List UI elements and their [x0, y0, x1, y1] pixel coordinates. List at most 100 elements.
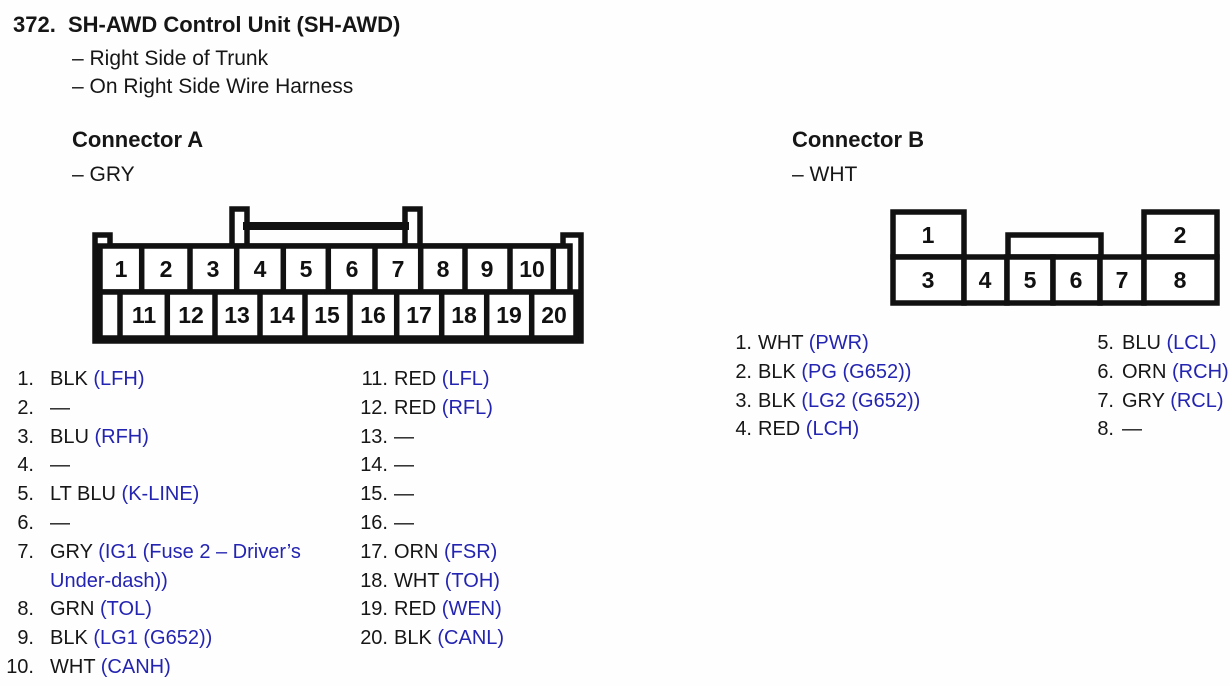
- pin-number: 18: [451, 302, 477, 328]
- signal-name: (RCH): [1172, 360, 1229, 383]
- pin-row: 9.BLK (LG1 (G652)): [6, 624, 312, 653]
- connector-a-pin-list-right: 11.RED (LFL) 12.RED (RFL) 13.— 14.— 15.—…: [352, 365, 504, 653]
- pin-description: —: [394, 480, 414, 509]
- top-row-dividers: [138, 246, 557, 292]
- wire-color: GRN: [50, 598, 95, 621]
- pin-description: —: [394, 423, 414, 452]
- pin-description: BLK (PG (G652)): [758, 358, 911, 387]
- signal-name: (RFL): [441, 396, 493, 419]
- pin-number: 3.: [17, 425, 34, 448]
- wire-color: —: [50, 396, 70, 419]
- pin-description: LT BLU (K-LINE): [50, 480, 312, 509]
- pin-number: 7.: [1097, 389, 1114, 412]
- pin-number: 12.: [360, 396, 388, 419]
- connector-b-diagram: 1 2 3 4 5 6 7 8: [890, 209, 1220, 306]
- pin-number: 1.: [17, 368, 34, 390]
- pin-description: —: [50, 394, 312, 423]
- pin-number: 7: [1116, 267, 1129, 293]
- pin-row: 8.—: [1086, 415, 1229, 444]
- pin-number: 10: [519, 256, 545, 282]
- pin-description: GRY (RCL): [1122, 387, 1224, 416]
- pin-number: 18.: [360, 569, 388, 592]
- pin-number: 7: [392, 256, 405, 282]
- wire-color: BLK: [758, 389, 796, 412]
- pin-row: 15. —: [352, 480, 504, 509]
- connector-b-key-bump: [1005, 232, 1104, 260]
- pin-number: 1: [922, 222, 935, 248]
- wire-color: —: [50, 454, 70, 477]
- pin-row: 17.ORN (FSR): [352, 538, 504, 567]
- pin-number: 10.: [6, 655, 34, 678]
- connector-a-pin-list-left: 1.BLK (LFH) 2.— 3.BLU (RFH) 4.— 5.LT BLU…: [6, 365, 312, 682]
- pin-number: 6: [346, 256, 359, 282]
- pin-cell: [1141, 209, 1220, 260]
- pin-row: 6.—: [6, 509, 312, 538]
- pin-row: 3.BLK (LG2 (G652)): [726, 387, 920, 416]
- signal-name: (K-LINE): [121, 483, 200, 506]
- pin-number: 2.: [735, 360, 752, 383]
- wire-color: BLK: [758, 360, 796, 383]
- pin-number: 16: [360, 302, 386, 328]
- wire-color: —: [394, 511, 414, 534]
- pin-number: 5.: [17, 483, 34, 506]
- pin-row: 14.—: [352, 451, 504, 480]
- pin-description: BLK (LG2 (G652)): [758, 387, 920, 416]
- pin-number: 11.: [361, 368, 388, 390]
- pin-row: 2. BLK (PG (G652)): [726, 358, 920, 387]
- pin-number: 8.: [17, 598, 34, 621]
- pin-number: 8.: [1097, 418, 1114, 441]
- pin-row: 10. WHT (CANH): [6, 653, 312, 682]
- pin-description: WHT (CANH): [50, 653, 312, 682]
- wire-color: RED: [758, 418, 801, 441]
- connector-b-pin-list-right: 5.BLU (LCL) 6.ORN (RCH) 7.GRY (RCL) 8.—: [1086, 329, 1229, 444]
- pin-number: 15.: [360, 483, 388, 506]
- pin-row: 4. RED (LCH): [726, 415, 920, 444]
- pin-description: ORN (FSR): [394, 538, 497, 567]
- location-note: – Right Side of Trunk: [72, 47, 269, 70]
- pin-number: 19: [496, 302, 522, 328]
- bottom-row-dividers: [117, 292, 535, 338]
- signal-name: (LCH): [805, 418, 860, 441]
- signal-name: (LFH): [93, 368, 145, 390]
- signal-name: (PWR): [808, 332, 869, 354]
- signal-name: (LFL): [441, 368, 490, 390]
- wire-color: LT BLU: [50, 483, 116, 506]
- pin-number: 3: [207, 256, 220, 282]
- signal-name: (LG1 (G652)): [93, 627, 213, 650]
- wire-color: —: [394, 483, 414, 506]
- pin-number: 6.: [1097, 360, 1114, 383]
- signal-name: (WEN): [441, 598, 502, 621]
- pin-description: BLU (RFH): [50, 423, 312, 452]
- wire-color: —: [394, 425, 414, 448]
- pin-row: 6. ORN (RCH): [1086, 358, 1229, 387]
- pin-row: 2.—: [6, 394, 312, 423]
- pin-row: 1.BLK (LFH): [6, 365, 312, 394]
- wire-color: —: [394, 454, 414, 477]
- signal-name: (PG (G652)): [801, 360, 912, 383]
- wire-color: BLU: [50, 425, 89, 448]
- pin-description: ORN (RCH): [1122, 358, 1229, 387]
- pin-cell: [1141, 254, 1220, 306]
- pin-number: 5.: [1097, 332, 1114, 354]
- pin-number: 11: [132, 302, 157, 328]
- pin-row: 1.WHT (PWR): [726, 329, 920, 358]
- pin-number: 2: [160, 256, 173, 282]
- pin-number: 5: [300, 256, 313, 282]
- pin-row: 19.RED (WEN): [352, 595, 504, 624]
- wire-color: ORN: [1122, 360, 1167, 383]
- wire-color: RED: [394, 368, 437, 390]
- pin-number: 5: [1024, 267, 1037, 293]
- pin-description: —: [394, 451, 414, 480]
- wire-color: BLK: [394, 627, 432, 650]
- pin-number: 4.: [735, 418, 752, 441]
- pin-row: 16.—: [352, 509, 504, 538]
- pin-number: 8: [1174, 267, 1187, 293]
- pin-number: 4: [979, 267, 992, 293]
- pin-row: 20.BLK (CANL): [352, 624, 504, 653]
- pin-row: 18. WHT (TOH): [352, 567, 504, 596]
- pin-number: 1.: [735, 332, 752, 354]
- signal-name: (TOH): [444, 569, 500, 592]
- signal-name: (TOL): [100, 598, 152, 621]
- wire-color: WHT: [394, 569, 440, 592]
- pin-number: 20: [541, 302, 567, 328]
